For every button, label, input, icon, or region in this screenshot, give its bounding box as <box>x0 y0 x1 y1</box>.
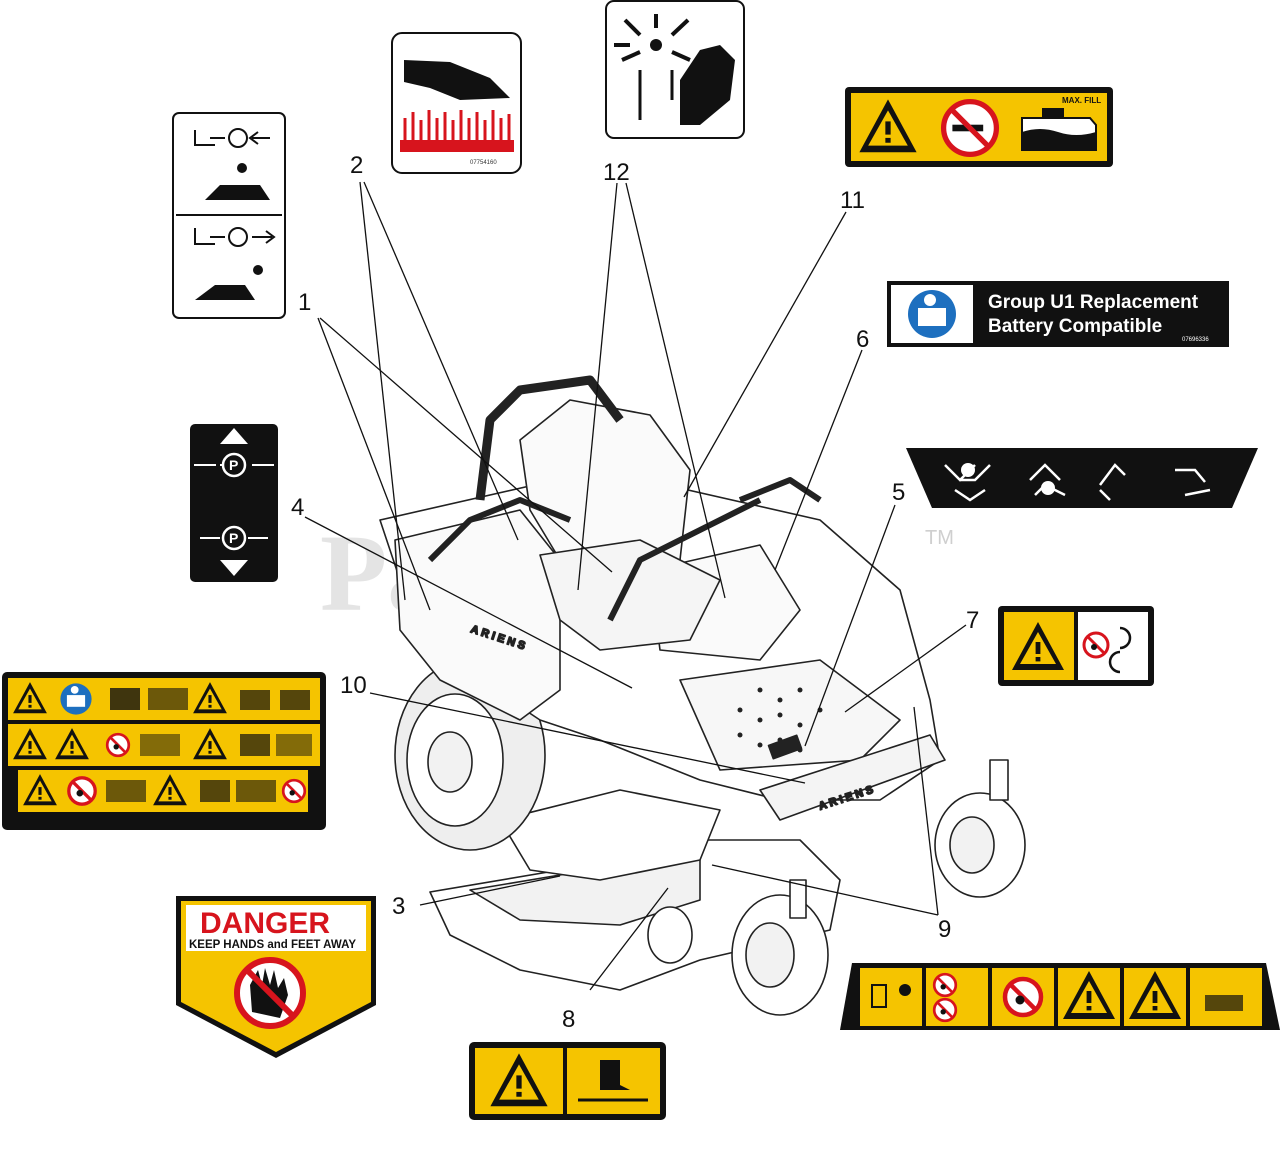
callout-6: 6 <box>856 326 869 353</box>
battery-part-number: 07696336 <box>1182 337 1209 343</box>
deck-blade-decal <box>469 1042 666 1120</box>
fuel-warning-decal: MAX. FILL <box>845 87 1113 167</box>
battery-explosion-decal <box>605 0 745 139</box>
deck-lift-pedal <box>767 734 803 760</box>
front-bar <box>759 734 946 821</box>
deck-mount <box>499 789 721 881</box>
park-brake-decal: P P <box>190 424 278 582</box>
danger-subtitle: KEEP HANDS and FEET AWAY <box>189 939 356 951</box>
rotating-parts-decal <box>998 606 1154 686</box>
callout-1: 1 <box>298 289 311 316</box>
right-caster-fork <box>989 759 1009 801</box>
callout-2: 2 <box>350 152 363 179</box>
battery-line-2: Battery Compatible <box>988 316 1162 337</box>
deck-gauge-wheel <box>647 906 693 964</box>
hot-surface-part-number: 07754160 <box>470 160 497 166</box>
callout-7: 7 <box>966 607 979 634</box>
safety-panel-decal <box>2 672 326 830</box>
callout-11: 11 <box>840 187 865 214</box>
roll-bar <box>475 375 624 501</box>
right-steering-lever <box>607 497 762 622</box>
callout-9: 9 <box>938 916 951 943</box>
footrest-plate <box>679 659 901 771</box>
battery-line-1: Group U1 Replacement <box>988 292 1199 313</box>
right-caster-hub <box>949 816 995 874</box>
hot-surface-decal: 07754160 <box>391 32 522 174</box>
callout-4: 4 <box>291 494 304 521</box>
caster-fork <box>789 879 807 919</box>
danger-decal: DANGER KEEP HANDS and FEET AWAY <box>176 896 376 1058</box>
brake-decal <box>172 112 286 319</box>
steering-decal <box>906 448 1258 508</box>
callout-8: 8 <box>562 1006 575 1033</box>
lever-handle <box>738 477 822 503</box>
callout-5: 5 <box>892 479 905 506</box>
seat-cushion <box>539 539 721 651</box>
danger-title: DANGER <box>200 907 330 940</box>
left-steering-lever <box>427 497 572 563</box>
park-brake-upper-p: P <box>229 457 238 473</box>
fuel-max-fill-label: MAX. FILL <box>1062 96 1101 105</box>
leader-lines <box>304 181 967 991</box>
battery-info-decal: Group U1 Replacement Battery Compatible … <box>887 281 1229 347</box>
park-brake-lower-p: P <box>229 530 238 546</box>
mower-illustration: ARIENS ARIENS <box>379 375 1026 1016</box>
callout-numbers: 1 2 3 4 5 6 7 8 9 10 11 12 <box>291 152 979 1033</box>
callout-10: 10 <box>340 672 367 699</box>
callout-3: 3 <box>392 893 405 920</box>
left-fuel-tank <box>394 509 561 721</box>
rear-hub <box>427 731 473 793</box>
watermark-trademark: TM <box>925 527 954 549</box>
callout-12: 12 <box>603 159 630 186</box>
safety-strip-decal <box>840 963 1280 1030</box>
front-caster-hub <box>745 922 795 988</box>
